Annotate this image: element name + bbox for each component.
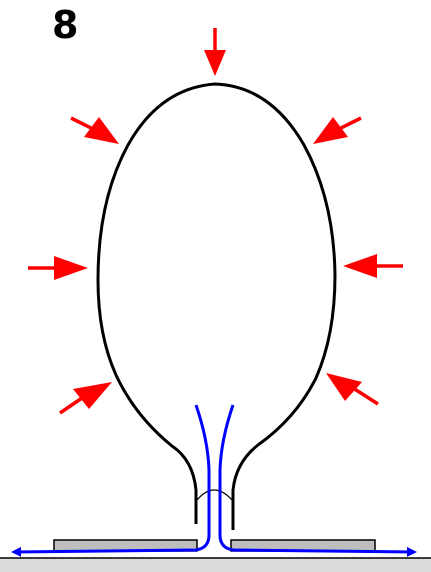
- flow-line-left: [11, 404, 211, 557]
- pressure-arrow-bottom-left: [59, 382, 112, 415]
- pressure-arrow-bottom-right: [326, 373, 379, 406]
- neck-opening: [196, 489, 233, 501]
- pressure-arrow-top-right: [313, 116, 362, 144]
- pressure-arrow-left: [28, 256, 88, 280]
- pressure-arrow-top-left: [70, 116, 119, 144]
- figure-number: 8: [52, 3, 79, 47]
- bubble-outline: [96, 82, 337, 530]
- ground-floor: [0, 558, 431, 572]
- flow-line-right: [218, 404, 417, 557]
- pressure-arrow-right: [343, 254, 403, 278]
- pressure-arrow-top: [204, 28, 226, 76]
